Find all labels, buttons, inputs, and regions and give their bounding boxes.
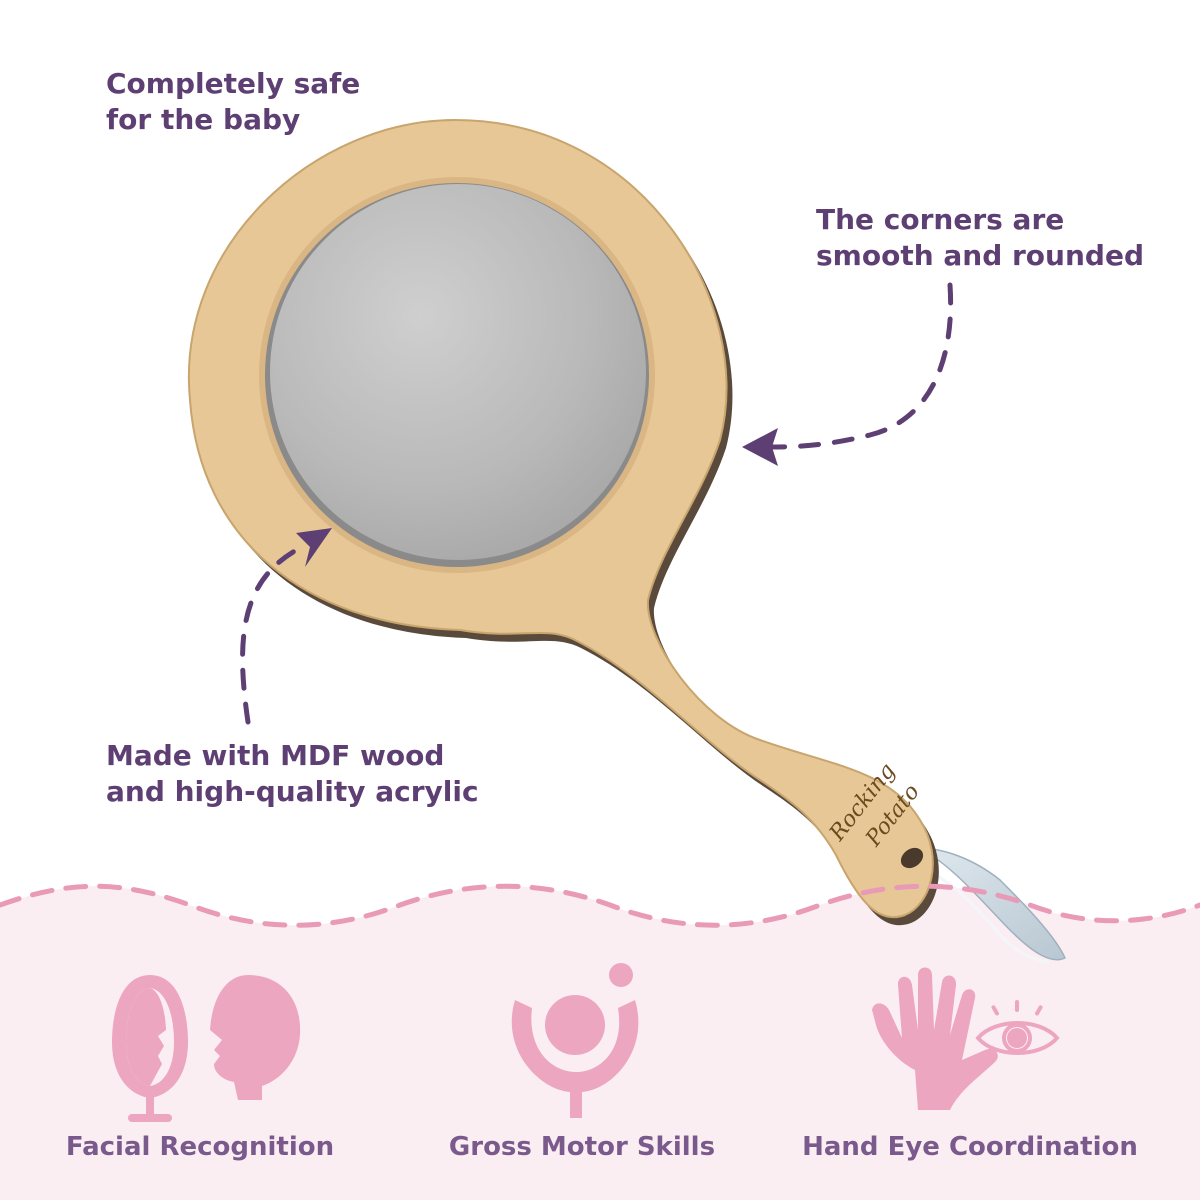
wavy-divider xyxy=(0,883,1200,928)
callout-material: Made with MDF wood and high-quality acry… xyxy=(106,738,479,810)
callout-safe-line1: Completely safe xyxy=(106,67,361,100)
callout-corners-line2: smooth and rounded xyxy=(816,239,1144,272)
arrow-corners-head xyxy=(742,428,778,466)
callout-safe-line2: for the baby xyxy=(106,103,301,136)
bottom-band xyxy=(0,886,1200,1200)
hand-eye-icon xyxy=(872,967,1060,1110)
arrow-material-head xyxy=(296,528,332,567)
arrow-corners xyxy=(767,282,954,450)
callout-material-line1: Made with MDF wood xyxy=(106,739,445,772)
callout-material-line2: and high-quality acrylic xyxy=(106,775,479,808)
mirror-face-icon xyxy=(112,975,301,1122)
arrow-material xyxy=(240,545,303,725)
callout-corners: The corners are smooth and rounded xyxy=(816,202,1144,274)
feature-label-facial-recognition: Facial Recognition xyxy=(65,1132,335,1162)
callout-safe: Completely safe for the baby xyxy=(106,66,360,138)
child-ball-icon xyxy=(511,963,639,1118)
feature-label-gross-motor-skills: Gross Motor Skills xyxy=(448,1132,716,1162)
mirror-surface xyxy=(270,184,646,560)
callout-corners-line1: The corners are xyxy=(816,203,1065,236)
hand-mirror xyxy=(187,118,939,926)
feature-label-hand-eye-coordination: Hand Eye Coordination xyxy=(802,1132,1138,1162)
ribbon xyxy=(917,847,1066,964)
